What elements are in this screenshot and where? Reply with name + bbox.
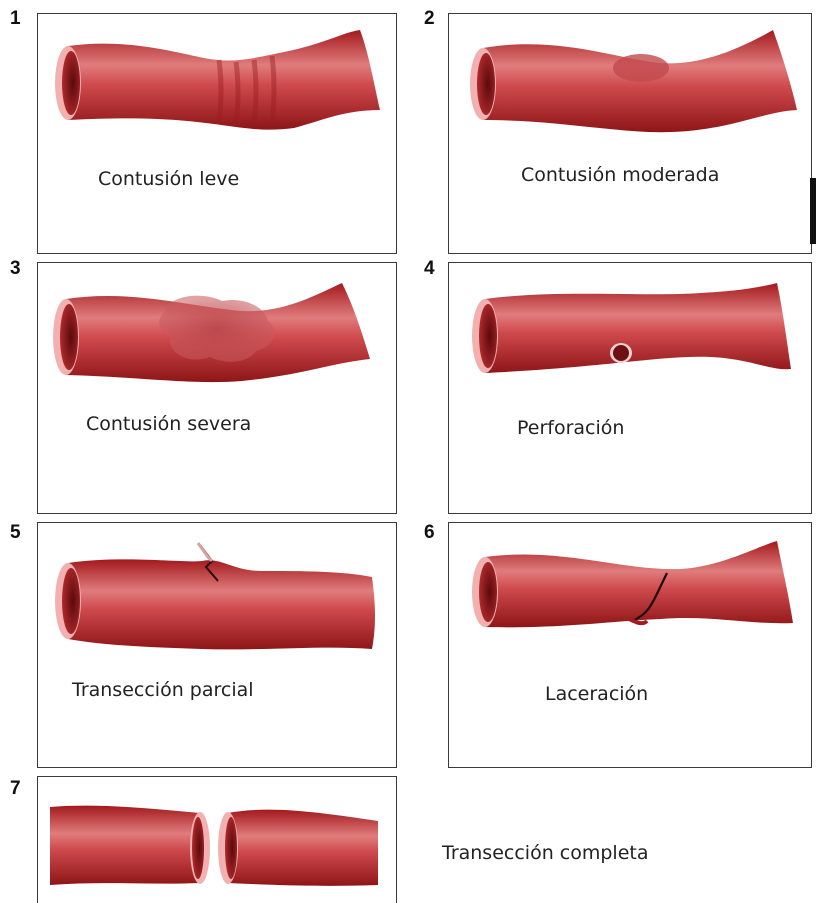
edge-marker [810,178,816,244]
panel-label: Transección completa [442,842,648,864]
panel-7 [37,776,397,903]
panel-1: Contusión leve [37,13,397,254]
panel-5: Transección parcial [37,522,397,768]
panel-3: Contusión severa [37,262,397,514]
panel-label: Perforación [517,417,624,439]
vessel-laceration-icon [461,535,801,645]
panel-label: Transección parcial [72,679,254,701]
panel-number: 4 [424,258,435,280]
vessel-moderate-contusion-icon [461,24,801,134]
vessel-complete-transection-icon [42,787,392,887]
panel-label: Laceración [545,683,648,705]
panel-6: Laceración [448,522,812,768]
panel-label: Contusión severa [86,413,251,435]
vessel-partial-transection-icon [42,537,382,657]
panel-number: 6 [424,522,435,544]
panel-number: 5 [10,522,21,544]
panel-number: 1 [10,8,21,30]
panel-number: 7 [10,778,21,800]
panel-4: Perforación [448,262,812,514]
panel-number: 3 [10,258,21,280]
panel-number: 2 [424,8,435,30]
panel-label: Contusión leve [98,168,239,190]
panel-2: Contusión moderada [448,13,812,254]
panel-label: Contusión moderada [521,164,719,186]
vessel-mild-contusion-icon [44,24,384,134]
vessel-severe-contusion-icon [42,277,382,387]
vessel-perforation-icon [461,277,801,387]
